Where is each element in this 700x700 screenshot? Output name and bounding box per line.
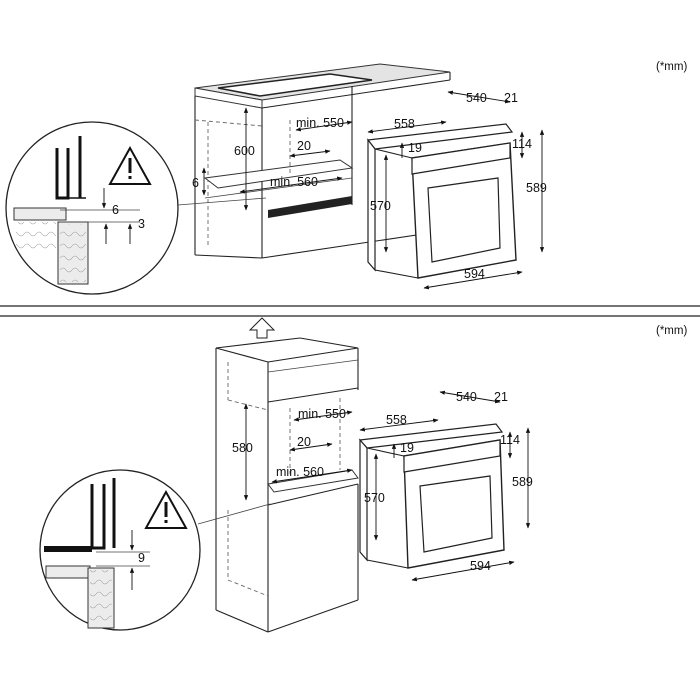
dim-bottom-niche-width [271,468,353,484]
units-note-top: (*mm) [656,61,687,73]
dim-bottom-oven-body-width [359,418,439,432]
dim-bottom-niche-depth [293,410,353,422]
bottom-panel-label: 114 [500,433,520,447]
oven-width-label: 594 [464,267,485,281]
bottom-top-gap-label: 19 [400,441,414,455]
tall-cabinet [215,337,359,633]
bottom-oven-body-width-label: 558 [386,413,407,427]
dim-oven-width [423,270,523,290]
top-oven [366,123,517,279]
up-arrow-icon [248,317,276,339]
bottom-oven [358,423,505,569]
dim-oven-depth [447,90,511,104]
dim-oven-body-width [367,120,447,134]
dim-bottom-slot [289,442,333,452]
dim-niche-width [239,176,343,194]
body-height-label: 570 [370,199,391,213]
niche-depth-label: min. 550 [296,116,344,130]
worktop [194,63,451,109]
control-panel [411,142,511,175]
gap-a-label: 6 [112,203,119,217]
niche-height-label: 600 [234,144,255,158]
top-detail-circle: 6 3 [5,121,267,295]
bottom-oven-height-label: 589 [512,475,533,489]
gap-b-label: 3 [138,217,145,231]
slot-label: 20 [297,139,311,153]
bottom-oven-width-label: 594 [470,559,491,573]
hob-cutout [217,73,373,97]
bottom-section: 580 min. 550 20 min. 560 540 21 558 19 1… [39,317,533,633]
bottom-niche-height-label: 580 [232,441,253,455]
bottom-slot-label: 20 [297,435,311,449]
dim-bottom-oven-depth [439,390,501,404]
panel-label: 114 [512,137,532,151]
oven-window [427,177,501,263]
oven-height-label: 589 [526,181,547,195]
bottom-oven-depth-label: 540 [456,390,477,404]
units-note-bottom: (*mm) [656,325,687,337]
bottom-niche-width-label: min. 560 [276,465,324,479]
bottom-niche-depth-label: min. 550 [298,407,346,421]
niche-width-label: min. 560 [270,175,318,189]
base-label: 6 [192,176,199,190]
oven-body-width-label: 558 [394,117,415,131]
oven-depth-label: 540 [466,91,487,105]
bottom-control-panel [403,439,501,473]
top-gap-label: 19 [408,141,422,155]
oven-door-label: 21 [504,91,518,105]
bottom-oven-window [419,475,493,553]
bottom-detail-circle: 9 [39,469,271,631]
dim-niche-depth [295,120,353,132]
top-section: 600 min. 550 20 min. 560 6 540 21 558 19… [5,63,547,295]
bottom-body-height-label: 570 [364,491,385,505]
bottom-oven-door-label: 21 [494,390,508,404]
bottom-gap-label: 9 [138,551,145,565]
bottom-warning-triangle-icon [144,489,188,529]
dim-bottom-oven-width [411,560,515,582]
dim-slot [289,149,331,158]
plinth-vent [268,196,352,218]
warning-triangle-icon [108,145,152,185]
